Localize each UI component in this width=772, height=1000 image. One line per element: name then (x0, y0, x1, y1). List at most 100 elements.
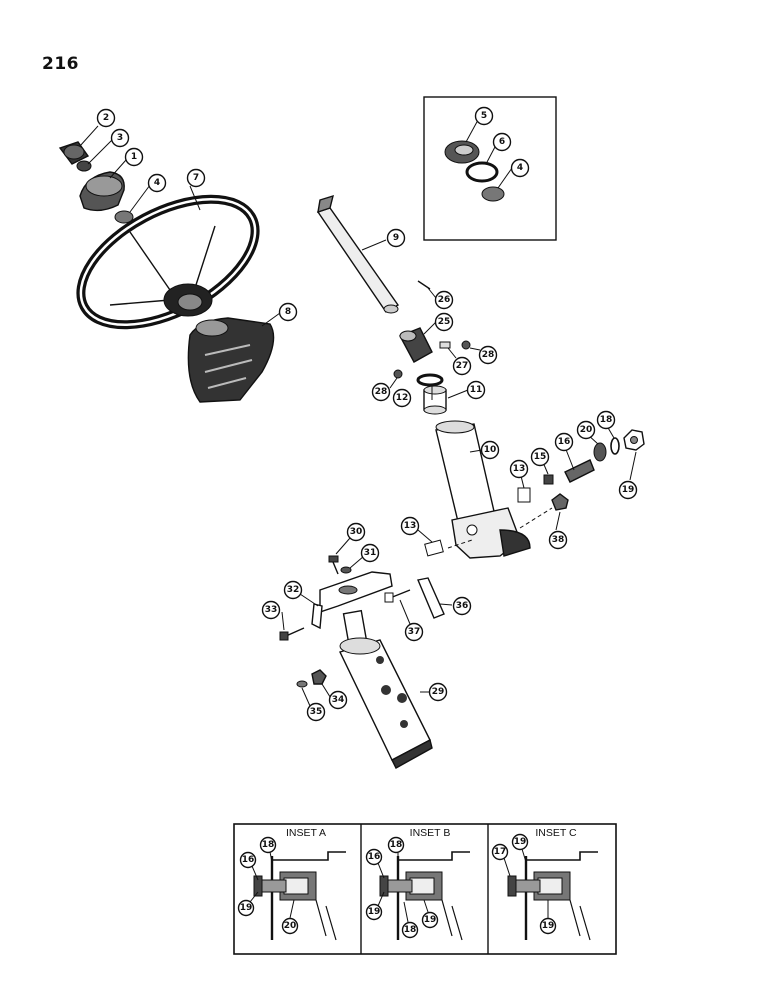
callout-1: 1 (124, 147, 144, 167)
callout-19: 19 (618, 480, 638, 500)
svg-text:28: 28 (375, 387, 388, 397)
svg-text:19: 19 (240, 903, 253, 913)
svg-text:26: 26 (438, 295, 451, 305)
svg-text:19: 19 (368, 907, 381, 917)
bushing-15 (543, 474, 554, 485)
svg-text:20: 20 (580, 425, 593, 435)
callout-6: 6 (492, 132, 512, 152)
svg-text:13: 13 (513, 464, 526, 474)
steering-column-10 (435, 420, 531, 559)
svg-text:19: 19 (542, 921, 555, 931)
horn-cap-1 (79, 171, 125, 212)
inset-b-callout-18-top: 18 (387, 836, 405, 854)
svg-text:15: 15 (534, 452, 547, 462)
inset-b-callout-19-right: 19 (421, 911, 439, 929)
universal-joint-25 (399, 327, 433, 363)
svg-text:16: 16 (368, 852, 381, 862)
svg-text:18: 18 (390, 840, 403, 850)
inset-c-title: INSET C (535, 827, 577, 839)
washer-18 (610, 437, 620, 455)
inset-b-title: INSET B (410, 827, 451, 839)
svg-text:18: 18 (262, 840, 275, 850)
nut-4 (114, 210, 134, 224)
inset-b-callout-16: 16 (365, 848, 383, 866)
callout-2: 2 (96, 108, 116, 128)
callout-35: 35 (306, 702, 326, 722)
svg-text:20: 20 (284, 921, 297, 931)
callout-37: 37 (404, 622, 424, 642)
seal-ring-12 (416, 373, 444, 387)
callout-25: 25 (434, 312, 454, 332)
callout-20: 20 (576, 420, 596, 440)
bolt-33 (279, 627, 305, 641)
steering-wheel (76, 194, 260, 330)
steering-column-boot (187, 317, 275, 403)
inset-b-callout-18-bottom: 18 (401, 921, 419, 939)
callout-33: 33 (261, 600, 281, 620)
svg-text:29: 29 (432, 687, 445, 697)
callout-12: 12 (392, 388, 412, 408)
inset-panel (233, 823, 617, 955)
svg-text:37: 37 (408, 627, 421, 637)
callout-18: 18 (596, 410, 616, 430)
bracket-32 (311, 571, 393, 630)
svg-text:17: 17 (494, 847, 507, 857)
svg-text:19: 19 (424, 915, 437, 925)
svg-text:1: 1 (131, 152, 137, 162)
callout-26: 26 (434, 290, 454, 310)
inset-a: INSET A 16 18 19 20 (237, 827, 346, 941)
nut-34 (311, 669, 327, 685)
nut-28-left (393, 369, 403, 379)
nut-28-right (461, 340, 471, 350)
inset-a-callout-19: 19 (237, 899, 255, 917)
svg-text:19: 19 (622, 485, 635, 495)
svg-text:8: 8 (285, 307, 291, 317)
svg-text:32: 32 (287, 585, 300, 595)
callout-3: 3 (110, 128, 130, 148)
svg-text:28: 28 (482, 350, 495, 360)
callout-13-right: 13 (509, 459, 529, 479)
inset-b-callout-19-left: 19 (365, 903, 383, 921)
svg-text:16: 16 (558, 437, 571, 447)
callout-5: 5 (474, 106, 494, 126)
callout-27: 27 (452, 356, 472, 376)
callout-4-wheel: 4 (147, 173, 167, 193)
svg-text:19: 19 (514, 837, 527, 847)
steering-shaft (316, 194, 400, 314)
callout-31: 31 (360, 543, 380, 563)
washer-31 (340, 566, 352, 574)
inset-a-title: INSET A (286, 827, 326, 839)
strap-36 (417, 577, 445, 619)
svg-text:31: 31 (364, 548, 377, 558)
svg-text:11: 11 (470, 385, 483, 395)
callout-34: 34 (328, 690, 348, 710)
svg-text:35: 35 (310, 707, 323, 717)
bolt-37 (384, 589, 411, 603)
svg-text:33: 33 (265, 605, 278, 615)
callout-36: 36 (452, 596, 472, 616)
svg-text:34: 34 (332, 695, 345, 705)
inset-c-callout-19-bottom: 19 (539, 917, 557, 935)
svg-text:4: 4 (154, 178, 160, 188)
washer-20 (593, 442, 607, 462)
top-inset-box (423, 96, 557, 241)
callout-16: 16 (554, 432, 574, 452)
svg-text:5: 5 (481, 111, 487, 121)
callout-10: 10 (480, 440, 500, 460)
page-number: 216 (42, 54, 79, 74)
callout-30: 30 (346, 522, 366, 542)
pin-27 (439, 341, 451, 349)
nut-19 (623, 429, 645, 451)
svg-text:10: 10 (484, 445, 497, 455)
inset-a-callout-20: 20 (281, 917, 299, 935)
callout-7: 7 (186, 168, 206, 188)
roll-pin-26 (417, 280, 431, 290)
inset-b: INSET B 16 18 19 18 19 (365, 827, 470, 941)
bearing-11 (423, 385, 447, 415)
callout-4-inset: 4 (510, 158, 530, 178)
nut-38 (551, 493, 569, 511)
svg-text:6: 6 (499, 137, 505, 147)
svg-text:25: 25 (438, 317, 451, 327)
svg-text:13: 13 (404, 521, 417, 531)
callout-13-left: 13 (400, 516, 420, 536)
